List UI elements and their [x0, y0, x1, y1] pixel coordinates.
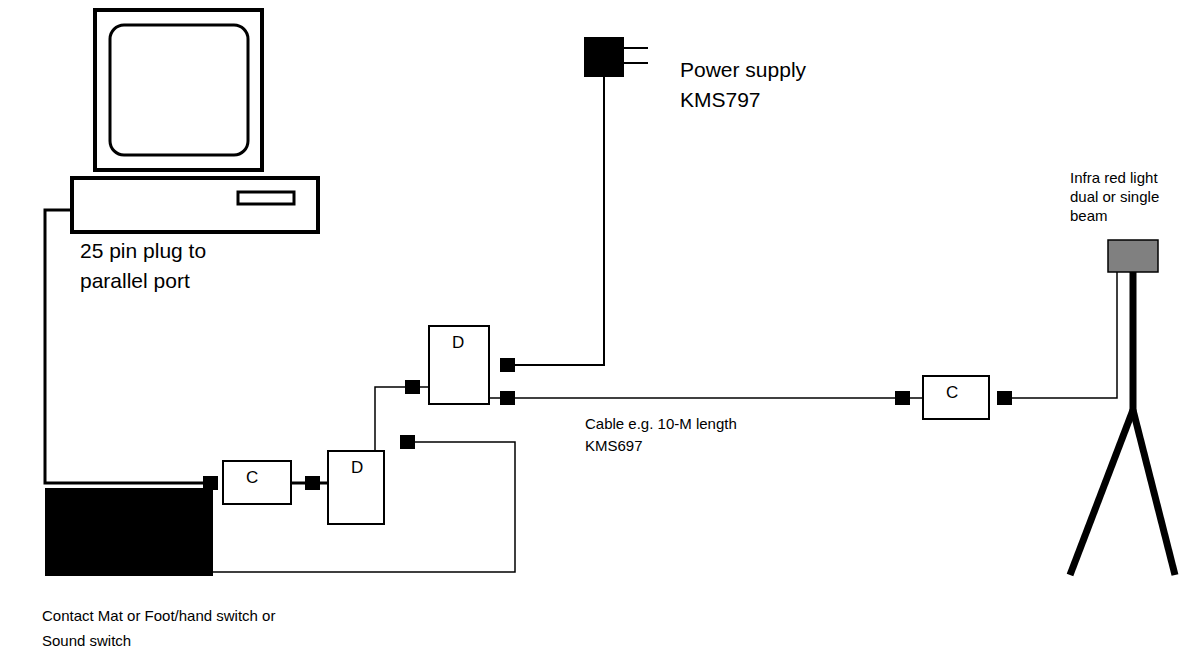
contact-mat [45, 488, 213, 576]
sensor-label: Infra red light dual or single beam [1070, 168, 1180, 225]
cable [375, 387, 428, 450]
connector-box: D [428, 325, 490, 405]
power-supply [584, 37, 624, 77]
computer-label: 25 pin plug to parallel port [80, 236, 250, 296]
connector-box: C [222, 460, 292, 505]
connector-box: D [327, 450, 385, 525]
plug-prong [624, 47, 648, 49]
infrared-head [1108, 240, 1158, 272]
plug [400, 435, 415, 449]
power-supply-label: Power supply KMS797 [680, 55, 830, 115]
monitor [95, 10, 262, 170]
tripod-leg [1070, 410, 1133, 575]
cable [490, 397, 922, 399]
plug [500, 358, 515, 372]
plug [895, 391, 910, 405]
box-letter: D [351, 458, 373, 478]
tripod-leg [1133, 410, 1175, 575]
plug [405, 380, 420, 394]
switch-label: Contact Mat or Foot/hand switch or Sound… [42, 603, 287, 653]
plug [997, 391, 1012, 405]
drive-slot [238, 192, 294, 204]
tripod-pole [1130, 272, 1137, 412]
plug-prong [624, 62, 648, 64]
switch-wire [213, 442, 515, 572]
connector-box: C [922, 375, 990, 420]
cable-label: Cable e.g. 10-M length KMS697 [585, 413, 757, 457]
power-wire [515, 77, 604, 365]
sensor-wire [1012, 272, 1117, 398]
box-letter: D [452, 333, 478, 353]
box-letter: C [946, 383, 978, 403]
box-letter: C [246, 468, 280, 488]
plug [203, 476, 218, 490]
plug [500, 391, 515, 405]
plug [305, 476, 320, 490]
computer-base [72, 178, 318, 232]
monitor-screen [110, 25, 248, 155]
